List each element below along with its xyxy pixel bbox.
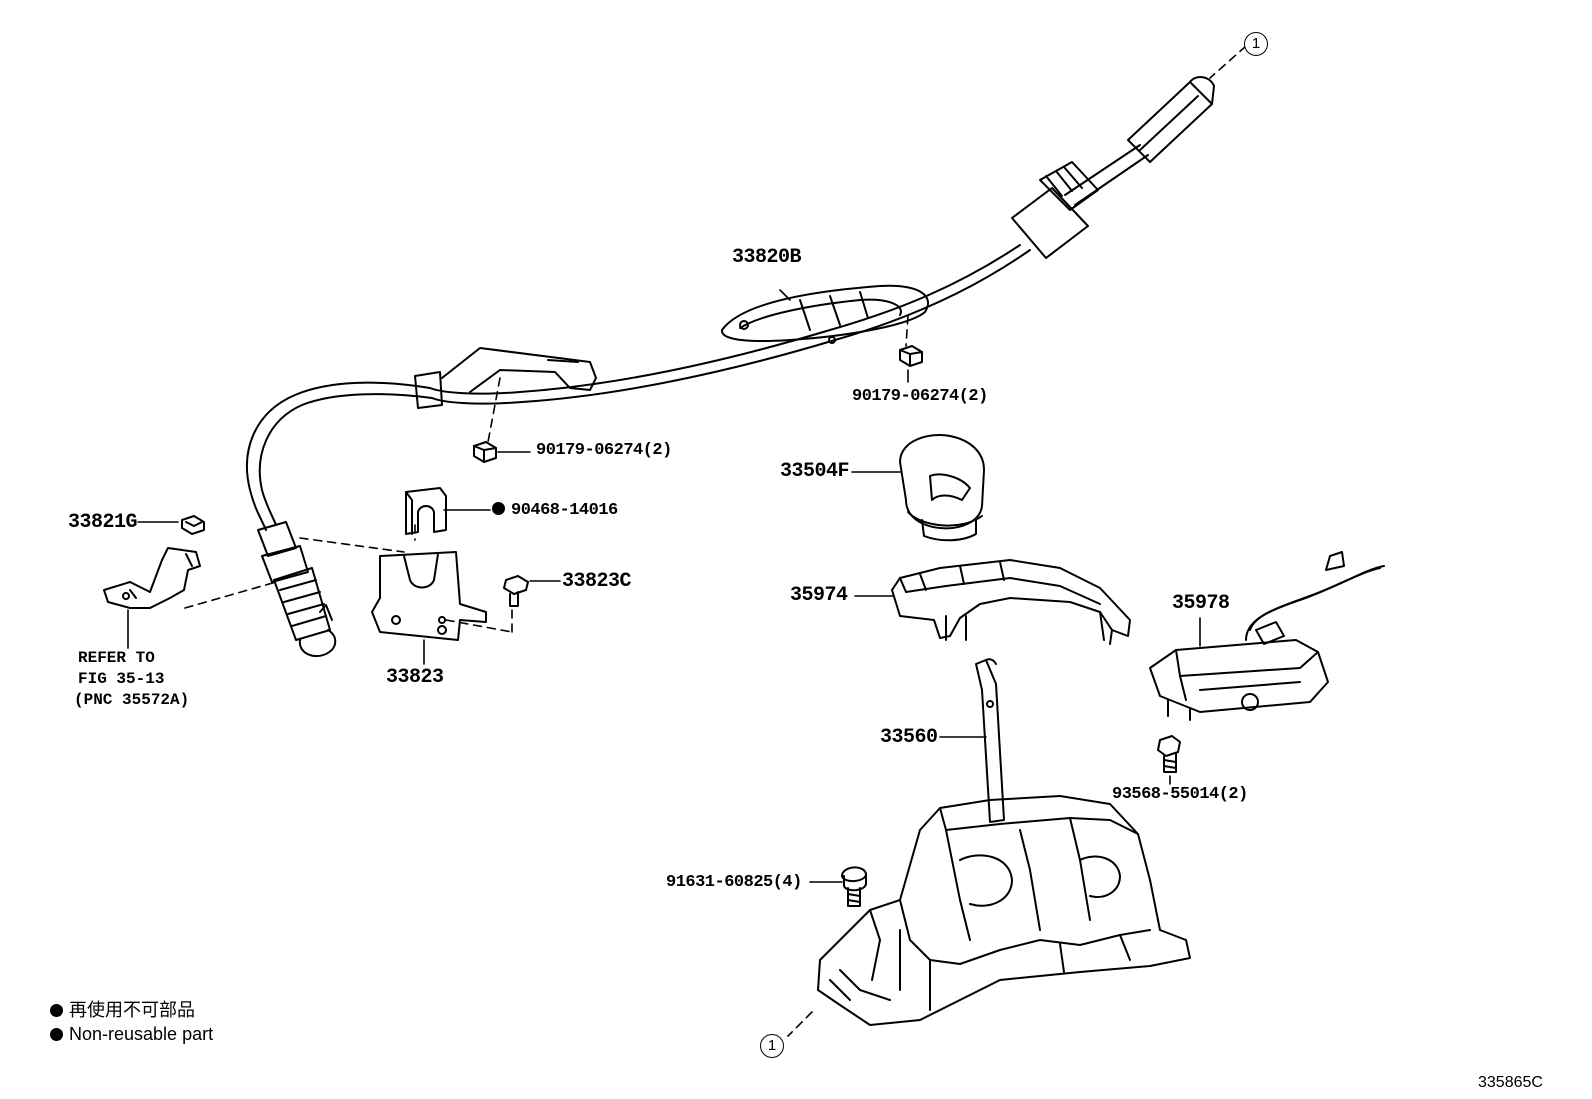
part-label-retainer: 33823	[386, 666, 444, 689]
lever-drawing	[975, 658, 1005, 823]
nut-upper-drawing	[899, 345, 923, 367]
refer-note-line3: (PNC 35572A)	[74, 691, 190, 709]
part-label-cable: 33820B	[732, 246, 802, 269]
part-label-bolt: 33823C	[562, 570, 632, 593]
bolt-drawing	[503, 575, 529, 607]
legend-jp-text: 再使用不可部品	[69, 1000, 195, 1020]
knob-drawing	[899, 434, 985, 542]
control-unit-drawing	[1149, 551, 1385, 721]
part-label-nut-lower: 90179-06274(2)	[536, 441, 672, 460]
shift-cable-drawing	[246, 76, 1215, 658]
base-bolt-drawing	[841, 866, 867, 907]
assembly-dashed-lines	[184, 45, 1247, 1037]
bracket-drawing	[103, 547, 201, 609]
part-label-lever: 33560	[880, 726, 938, 749]
part-label-bracket-nut: 33821G	[68, 511, 138, 534]
legend-en-text: Non-reusable part	[69, 1024, 214, 1044]
housing-drawing	[891, 559, 1131, 645]
non-reusable-dot-icon	[50, 1028, 63, 1041]
connection-marker-top: 1	[1244, 32, 1268, 56]
part-label-base-bolt: 91631-60825(4)	[666, 873, 802, 892]
part-label-housing: 35974	[790, 584, 848, 607]
retainer-drawing	[371, 551, 487, 641]
part-label-control-unit: 35978	[1172, 592, 1230, 615]
illustration-code: 335865C	[1478, 1074, 1543, 1091]
non-reusable-dot-icon	[492, 502, 505, 515]
legend-en: Non-reusable part	[50, 1025, 213, 1043]
part-label-clip: 90468-14016	[492, 502, 618, 519]
refer-note-line1: REFER TO	[78, 649, 155, 667]
bracket-nut-drawing	[181, 515, 205, 535]
shift-base-drawing	[817, 795, 1191, 1026]
part-label-nut-upper: 90179-06274(2)	[852, 387, 988, 406]
legend-jp: 再使用不可部品	[50, 1001, 195, 1019]
part-label-knob: 33504F	[780, 460, 850, 483]
part-label-screw: 93568-55014(2)	[1112, 785, 1248, 804]
refer-note-line2: FIG 35-13	[78, 670, 165, 688]
non-reusable-dot-icon	[50, 1004, 63, 1017]
clip-drawing	[405, 487, 447, 535]
screw-drawing	[1157, 735, 1181, 773]
connection-marker-bottom: 1	[760, 1034, 784, 1058]
part-label-clip-number: 90468-14016	[511, 501, 618, 520]
part-leader-lines	[127, 289, 1201, 883]
nut-lower-drawing	[473, 441, 497, 463]
